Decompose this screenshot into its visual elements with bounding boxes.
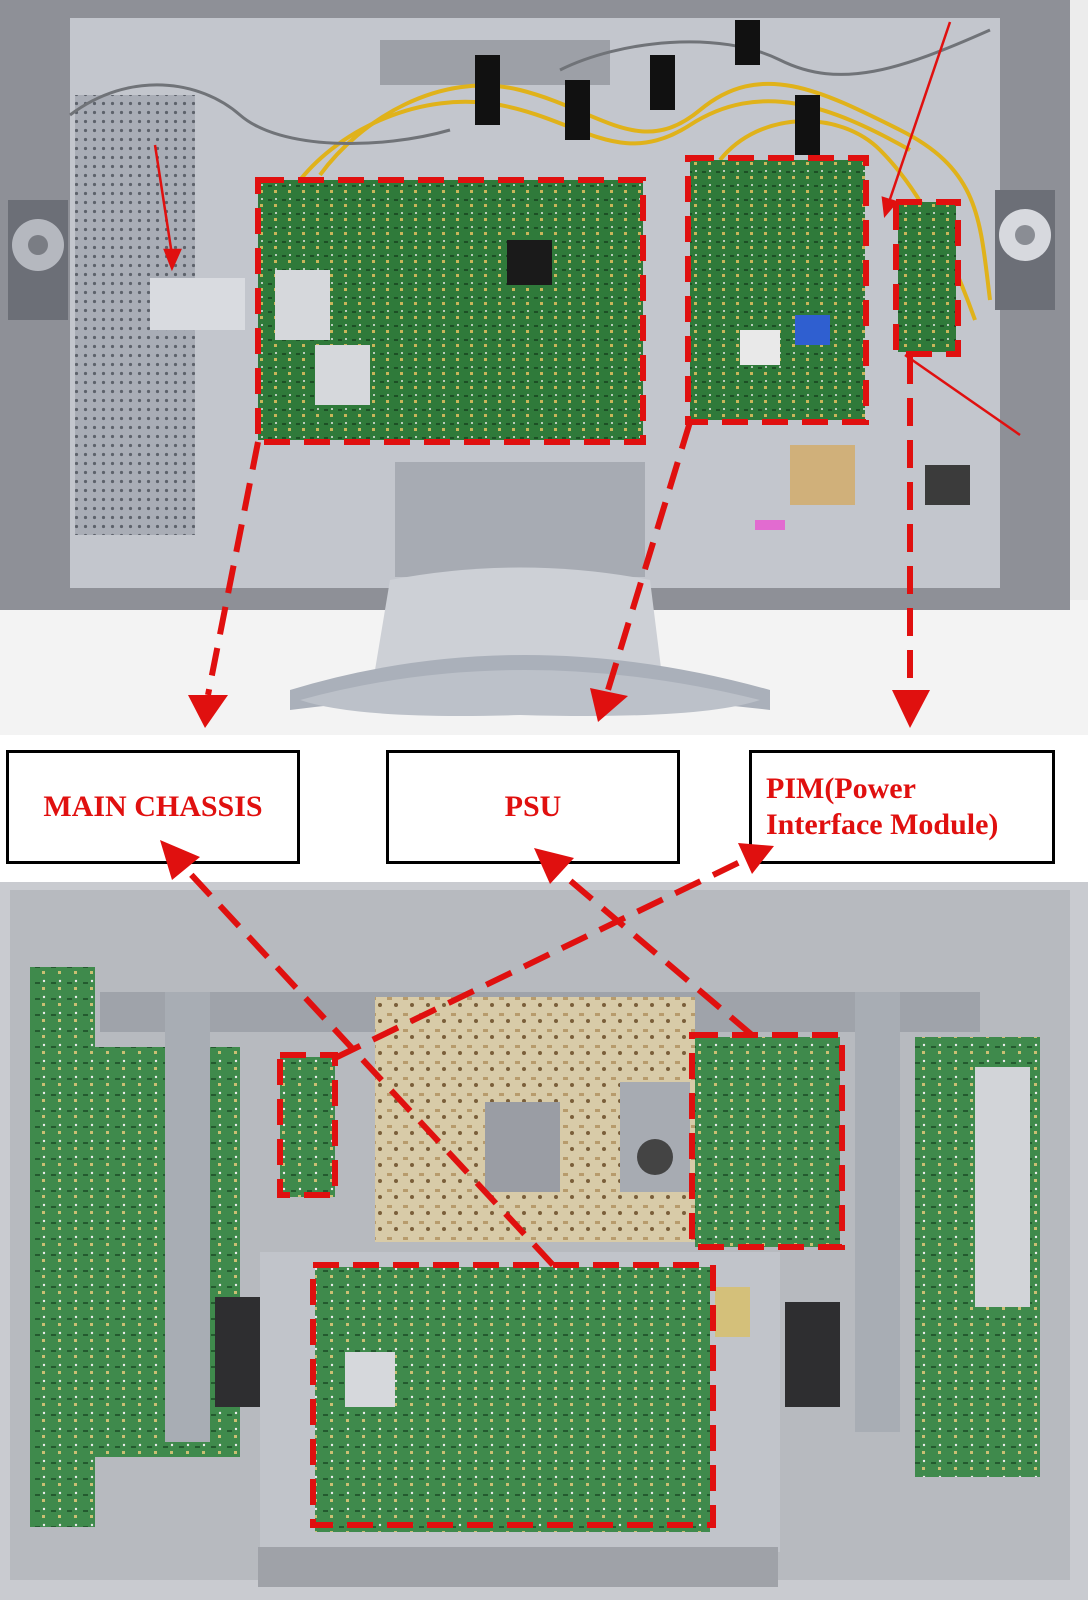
tuner-can-2 bbox=[315, 345, 370, 405]
bottom-tv-illustration bbox=[0, 882, 1088, 1600]
psu-heatsink-2 bbox=[620, 1082, 690, 1192]
psu-heatsink bbox=[485, 1102, 560, 1192]
psu-fan bbox=[637, 1139, 673, 1175]
psu-board bbox=[690, 160, 865, 420]
pink-label bbox=[755, 520, 785, 530]
pim-board bbox=[898, 202, 956, 352]
left-speaker bbox=[8, 200, 68, 320]
tuner-can-bottom bbox=[345, 1352, 395, 1407]
right-heatsink bbox=[975, 1067, 1030, 1307]
pim-label-box: PIM(Power Interface Module) bbox=[749, 750, 1055, 864]
left-heatsink-bar bbox=[165, 992, 210, 1442]
main-ic bbox=[507, 240, 552, 285]
ferrite-choke bbox=[925, 465, 970, 505]
line-filter bbox=[790, 445, 855, 505]
grey-cable bbox=[69, 28, 991, 146]
psu-label-box: PSU bbox=[386, 750, 680, 864]
callout-arrows bbox=[153, 21, 1021, 437]
right-speaker-bottom bbox=[785, 1302, 840, 1407]
psu-transformer bbox=[740, 330, 780, 365]
top-tv-illustration bbox=[0, 0, 1088, 735]
metal-shield-patch bbox=[150, 278, 245, 330]
transformer-bottom bbox=[715, 1287, 750, 1337]
power-board-right bbox=[695, 1037, 840, 1247]
right-speaker bbox=[995, 190, 1055, 310]
main-chassis-label: MAIN CHASSIS bbox=[43, 790, 263, 823]
psu-capacitor-blue bbox=[795, 315, 830, 345]
pim-label: PIM(Power Interface Module) bbox=[766, 772, 999, 841]
tuner-can-1 bbox=[275, 270, 330, 340]
left-scan-board bbox=[30, 967, 95, 1527]
main-chassis-label-box: MAIN CHASSIS bbox=[6, 750, 300, 864]
pim-board-small bbox=[280, 1057, 335, 1197]
bottom-tv-photo bbox=[0, 882, 1088, 1600]
bottom-bracket bbox=[258, 1547, 778, 1587]
top-tv-photo bbox=[0, 0, 1088, 735]
psu-label: PSU bbox=[504, 790, 562, 823]
right-heatsink-bar bbox=[855, 992, 900, 1432]
